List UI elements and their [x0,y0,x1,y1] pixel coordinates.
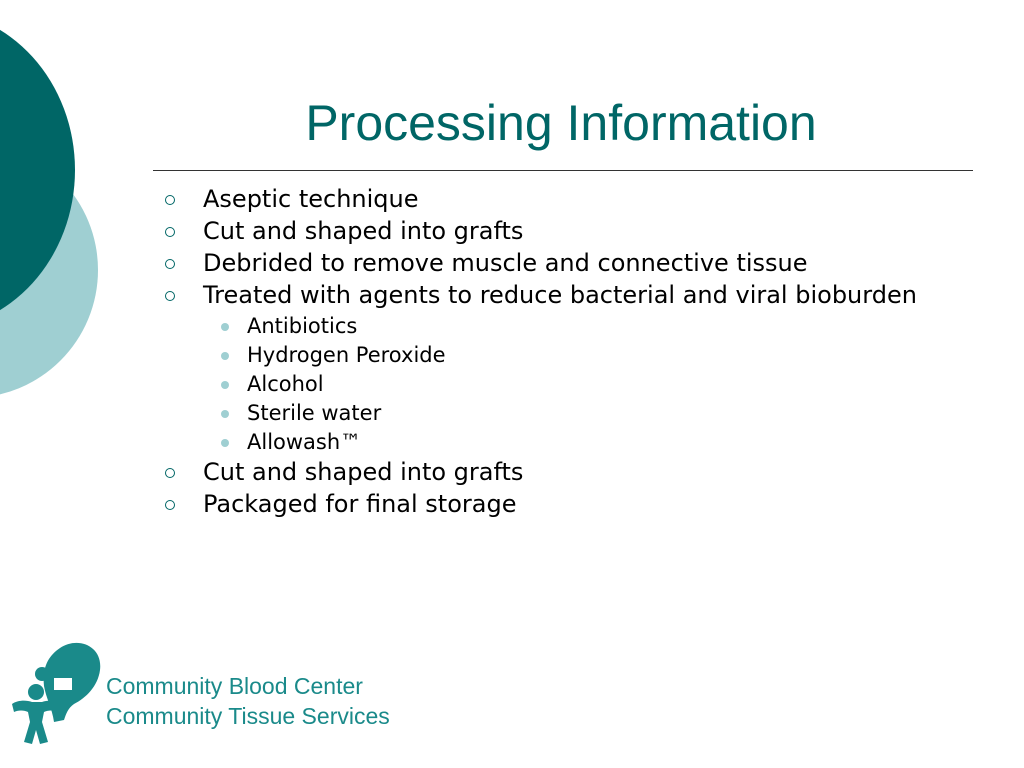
organization-line-2: Community Tissue Services [106,703,390,729]
sub-list-item-text: Hydrogen Peroxide [247,343,446,367]
community-blood-center-logo-icon [12,642,101,744]
list-item-text: Cut and shaped into grafts [203,458,524,486]
sub-list-item-text: Sterile water [247,401,382,425]
list-item-text: Packaged for final storage [203,490,517,518]
list-item: Cut and shaped into grafts [165,218,965,244]
sub-list-item: Antibiotics [165,314,965,339]
list-item: Debrided to remove muscle and connective… [165,250,965,276]
sub-list-item: Sterile water [165,401,965,426]
organization-line-1: Community Blood Center [106,673,363,699]
filled-dot-bullet-icon [221,410,229,418]
decorative-circles [0,29,98,395]
organization-name: Community Blood Center Community Tissue … [106,671,390,731]
slide-title: Processing Information [305,95,817,151]
title-divider [153,170,973,171]
hollow-circle-bullet-icon [165,227,175,237]
list-item: Packaged for final storage [165,491,965,517]
filled-dot-bullet-icon [221,323,229,331]
hollow-circle-bullet-icon [165,291,175,301]
list-item-text: Aseptic technique [203,185,419,213]
filled-dot-bullet-icon [221,381,229,389]
sub-list-item: Alcohol [165,372,965,397]
sub-list-item-text: Antibiotics [247,314,358,338]
list-item-text: Treated with agents to reduce bacterial … [203,281,917,309]
bullet-list: Aseptic technique Cut and shaped into gr… [165,186,965,523]
filled-dot-bullet-icon [221,352,229,360]
sub-list-item-text: Alcohol [247,372,324,396]
sub-list-item: Hydrogen Peroxide [165,343,965,368]
list-item: Cut and shaped into grafts [165,459,965,485]
filled-dot-bullet-icon [221,439,229,447]
sub-list-item: Allowash™ [165,430,965,455]
list-item-text: Debrided to remove muscle and connective… [203,249,808,277]
hollow-circle-bullet-icon [165,259,175,269]
list-item: Treated with agents to reduce bacterial … [165,282,965,308]
list-item-text: Cut and shaped into grafts [203,217,524,245]
hollow-circle-bullet-icon [165,500,175,510]
hollow-circle-bullet-icon [165,468,175,478]
dark-teal-circle [0,29,75,311]
sub-list-item-text: Allowash™ [247,430,362,454]
hollow-circle-bullet-icon [165,195,175,205]
list-item: Aseptic technique [165,186,965,212]
